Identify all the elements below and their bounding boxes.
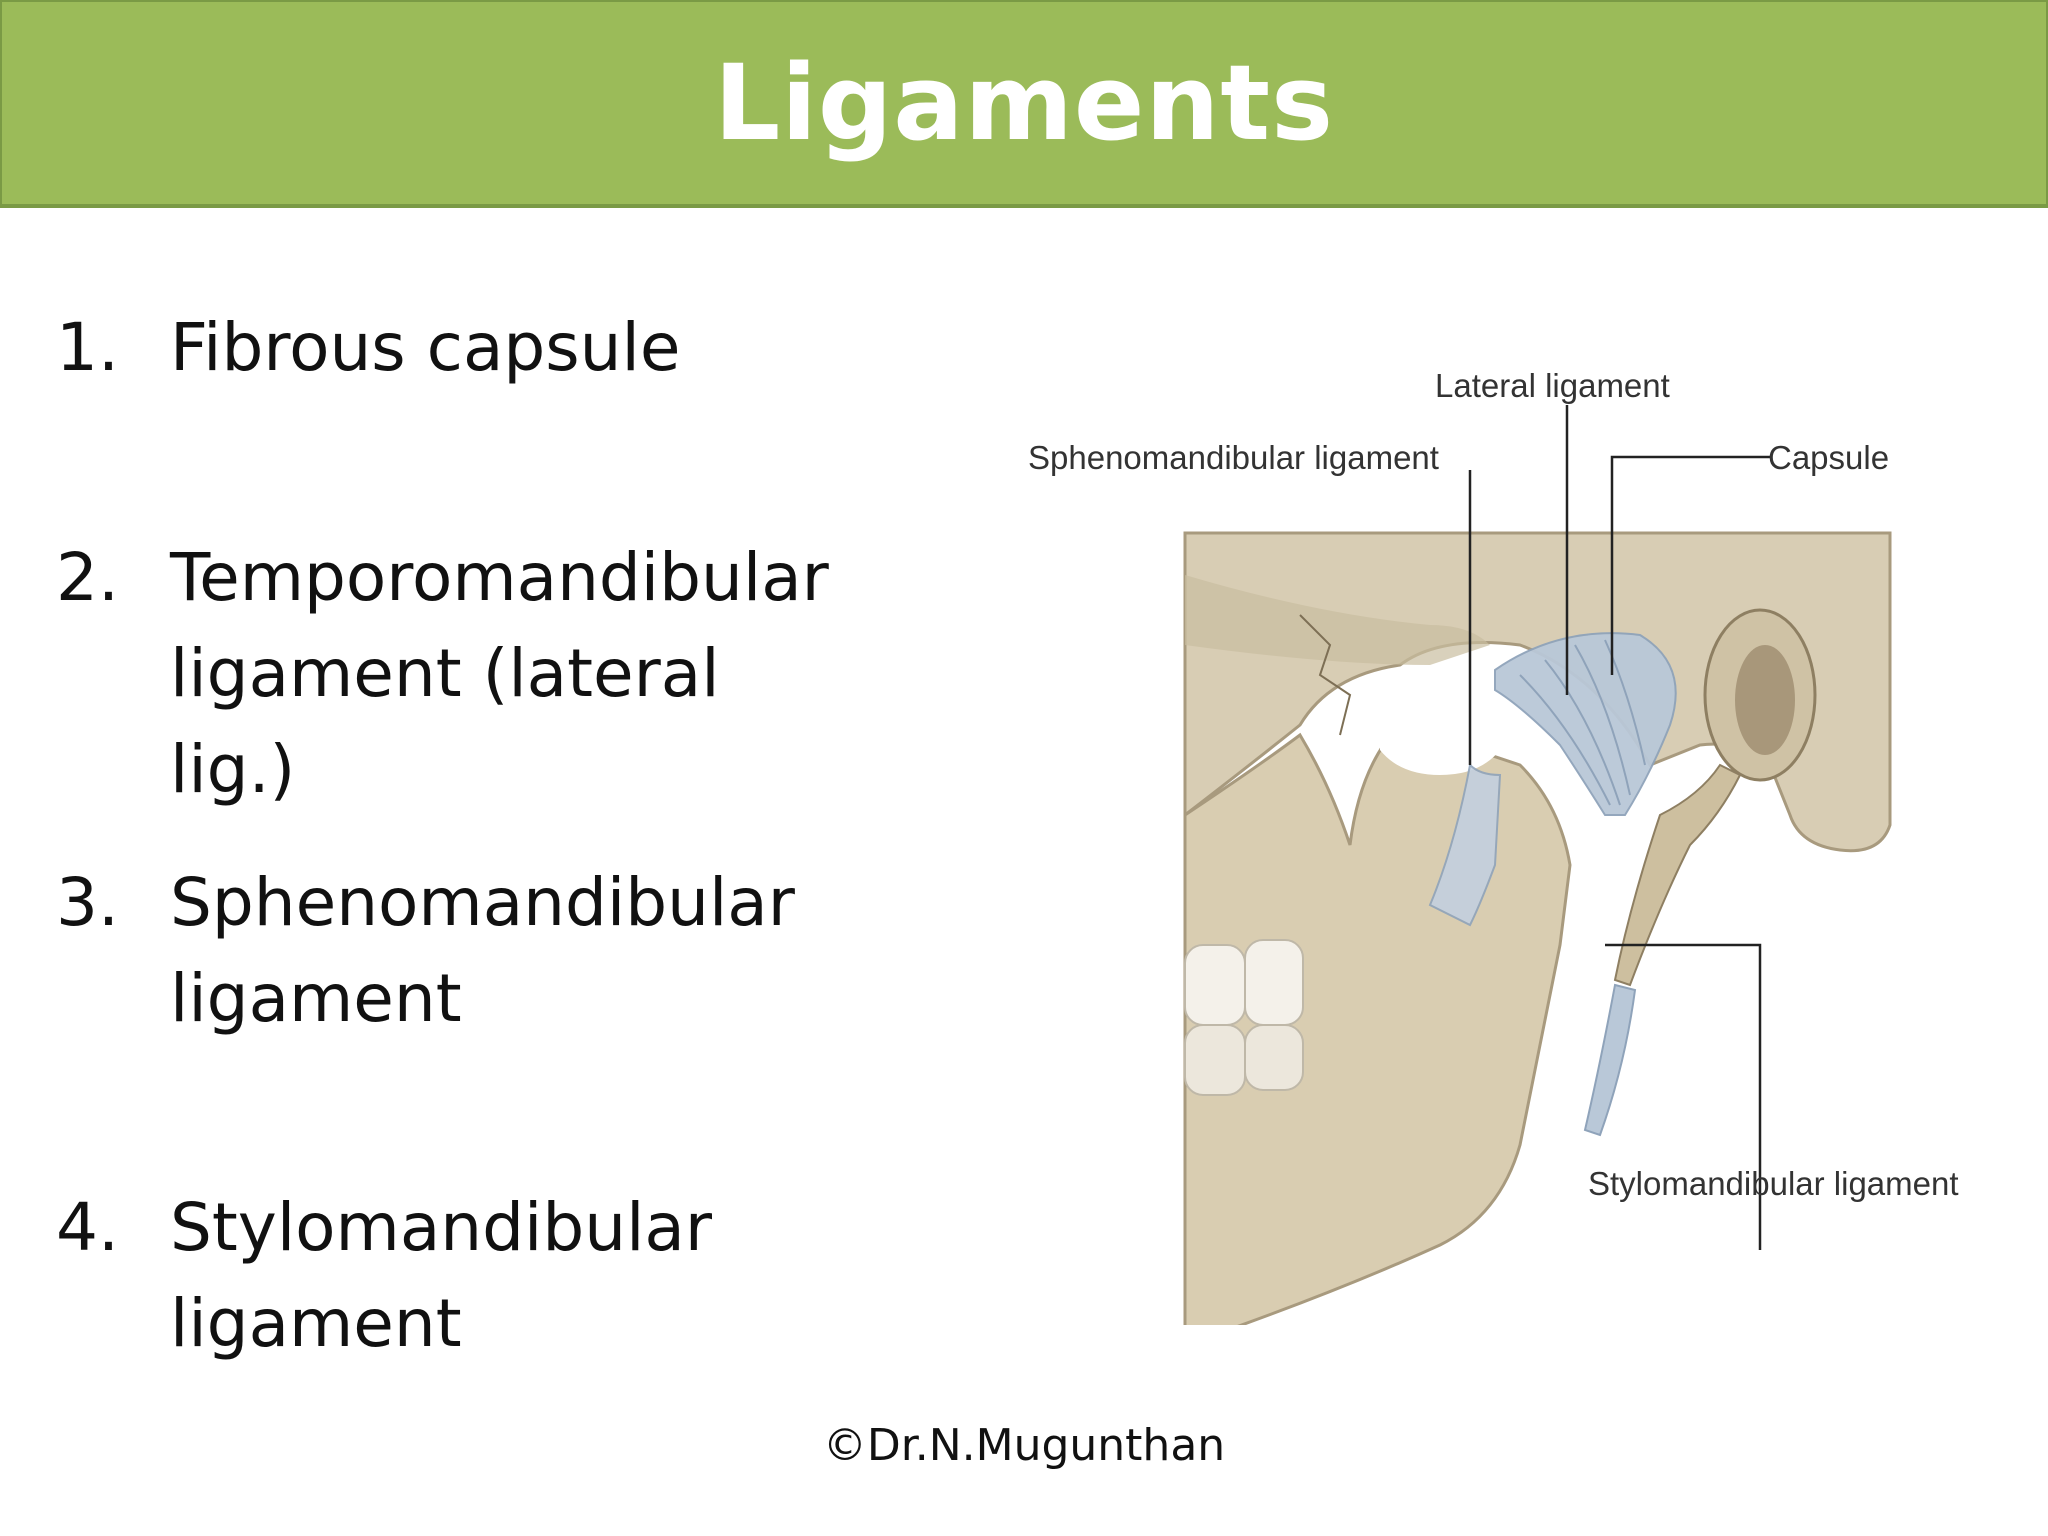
label-lateral-ligament: Lateral ligament (1435, 367, 1670, 404)
mandible-bone (1183, 723, 1572, 1325)
sphenomandibular-ligament (1428, 762, 1502, 927)
stylomandibular-ligament (1583, 983, 1637, 1137)
copyright-footer: ©Dr.N.Mugunthan (822, 1420, 1226, 1471)
leader-lines (1468, 405, 1772, 1250)
list-item-number: 3. (56, 864, 119, 941)
ear-canal-opening (1735, 645, 1795, 755)
tmj-illustration: Lateral ligament Sphenomandibular ligame… (1028, 367, 1959, 1325)
tmj-ligament-diagram: Lateral ligament Sphenomandibular ligame… (1000, 345, 2020, 1325)
styloid-process (1613, 763, 1742, 987)
slide-title: Ligaments (713, 42, 1335, 164)
list-item-text: Sphenomandibular ligament (170, 864, 795, 1037)
list-item-text: Temporomandibular ligament (lateral lig.… (170, 539, 829, 808)
mandibular-notch (1380, 704, 1500, 775)
list-item: 4. Stylomandibular ligament (56, 1180, 712, 1372)
list-item: 1. Fibrous capsule (56, 300, 680, 396)
suture-line (1299, 614, 1352, 736)
list-item-number: 4. (56, 1189, 119, 1266)
zygomatic-arch (1185, 575, 1490, 665)
list-item-text: Stylomandibular ligament (170, 1189, 712, 1362)
lateral-ligament-fibres (1519, 639, 1646, 806)
list-item-text: Fibrous capsule (170, 309, 681, 386)
list-item: 3. Sphenomandibular ligament (56, 855, 795, 1047)
list-item-number: 1. (56, 309, 119, 386)
list-item-number: 2. (56, 539, 119, 616)
label-sphenomandibular-ligament: Sphenomandibular ligament (1028, 439, 1439, 476)
label-stylomandibular-ligament: Stylomandibular ligament (1588, 1165, 1959, 1202)
title-bar: Ligaments (0, 0, 2048, 208)
list-item: 2. Temporomandibular ligament (lateral l… (56, 530, 856, 818)
teeth (1184, 939, 1304, 1096)
label-capsule: Capsule (1768, 439, 1889, 476)
